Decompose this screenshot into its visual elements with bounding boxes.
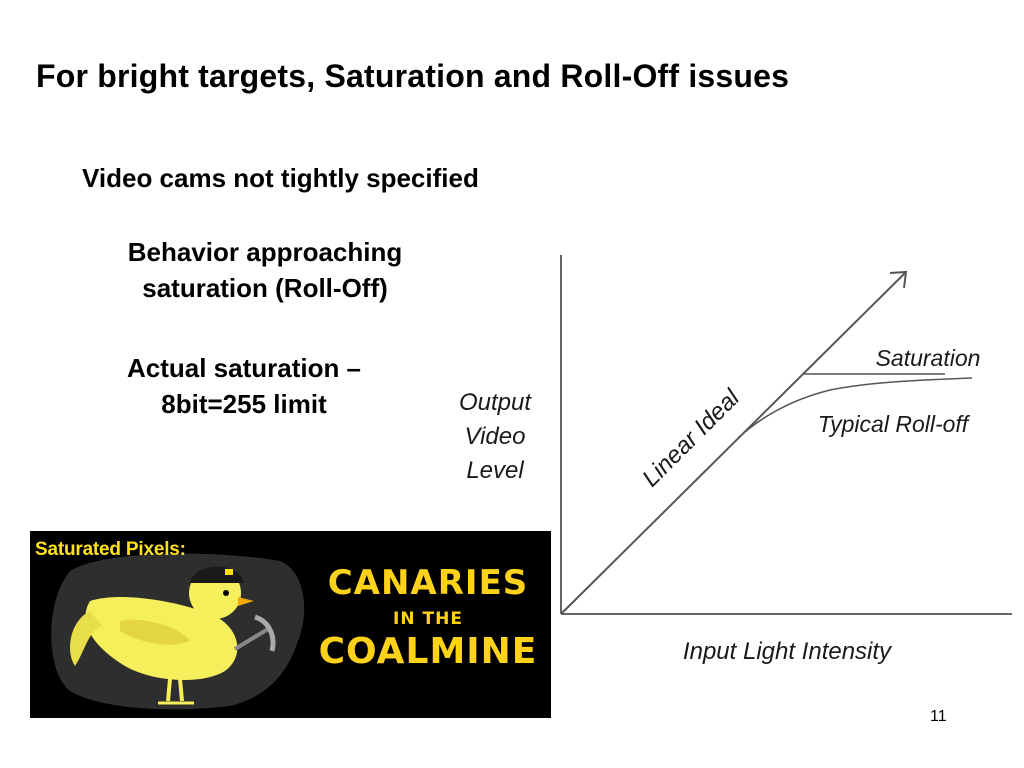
bullet-actual-saturation: Actual saturation – 8bit=255 limit xyxy=(84,350,404,422)
bullet-behavior: Behavior approaching saturation (Roll-Of… xyxy=(80,234,450,306)
y-label-line-3: Level xyxy=(466,457,524,484)
bullet-actual-line-1: Actual saturation – xyxy=(126,353,362,383)
rolloff-label: Typical Roll-off xyxy=(818,411,971,437)
canaries-photo: Saturated Pixels: CANARIES IN THE COALMI… xyxy=(30,531,551,718)
x-axis-label: Input Light Intensity xyxy=(683,638,893,665)
page-number: 11 xyxy=(930,708,947,725)
linear-ideal-line xyxy=(560,271,907,615)
y-label-line-2: Video xyxy=(465,423,526,450)
saturated-pixels-caption: Saturated Pixels: xyxy=(35,539,186,560)
bullet-behavior-line-2: saturation (Roll-Off) xyxy=(142,273,388,303)
coalmine-text: COALMINE xyxy=(318,631,538,672)
bullet-actual-line-2: 8bit=255 limit xyxy=(161,389,327,419)
linear-ideal-label: Linear Ideal xyxy=(637,384,745,492)
canaries-text: CANARIES xyxy=(327,563,529,603)
in-the-text: IN THE xyxy=(393,609,463,629)
slide-title: For bright targets, Saturation and Roll-… xyxy=(36,58,790,94)
rolloff-curve xyxy=(737,377,973,439)
bullet-video-cams: Video cams not tightly specified xyxy=(82,163,479,193)
bullet-behavior-line-1: Behavior approaching xyxy=(127,237,403,267)
y-label-line-1: Output xyxy=(459,389,532,416)
saturation-label: Saturation xyxy=(876,345,981,371)
canary-illustration xyxy=(51,553,305,710)
arrowhead-icon xyxy=(889,270,908,289)
